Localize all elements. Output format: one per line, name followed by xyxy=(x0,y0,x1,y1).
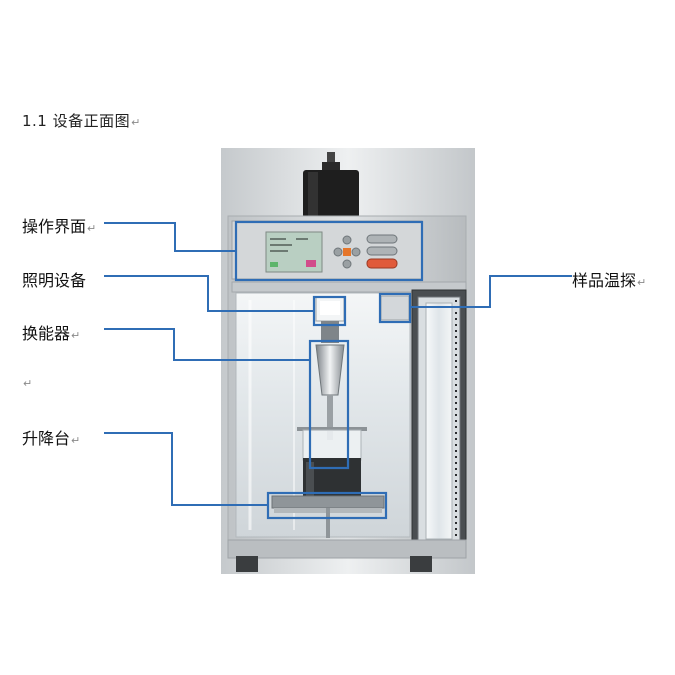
leader-lift xyxy=(104,432,268,506)
label-sample-temp-probe: 样品温探↵ xyxy=(572,271,647,290)
temp-probe-mount xyxy=(380,295,410,321)
transducer-horn xyxy=(315,344,345,396)
leader-panel xyxy=(104,222,236,252)
horn-neck xyxy=(321,321,339,343)
return-mark: ↵ xyxy=(131,116,141,129)
leader-probe xyxy=(410,275,572,308)
callout-box-transducer xyxy=(308,339,350,470)
lamp-tube xyxy=(425,302,453,540)
lift-platform xyxy=(271,495,385,509)
leader-light xyxy=(104,275,314,312)
label-operation-panel: 操作界面↵ xyxy=(22,217,97,236)
figure-title: 1.1 设备正面图↵ xyxy=(22,112,141,130)
label-lift-platform: 升降台↵ xyxy=(22,429,81,448)
horn-tip xyxy=(327,395,333,440)
label-transducer: 换能器↵ xyxy=(22,324,81,343)
label-lighting: 照明设备 xyxy=(22,271,87,290)
keypad xyxy=(333,234,398,269)
empty-line-mark: ↵ xyxy=(23,377,33,390)
foot-left xyxy=(236,556,258,572)
foot-right xyxy=(410,556,432,572)
cable-connector xyxy=(327,152,335,162)
leader-transducer xyxy=(104,328,310,361)
